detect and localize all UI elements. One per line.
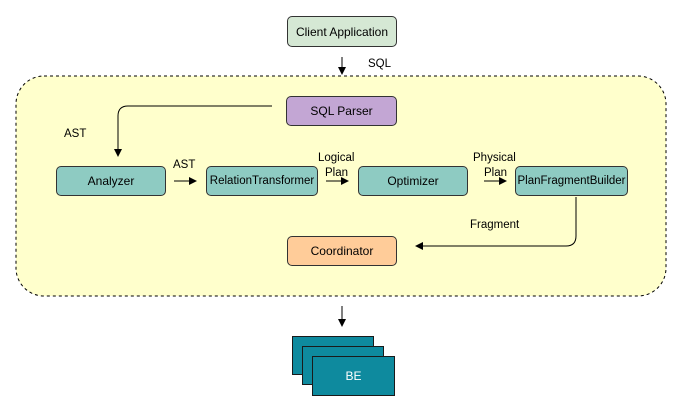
physical-plan-label-line2: Plan — [484, 167, 508, 179]
physical-plan-label-line1: Physical — [473, 152, 516, 164]
logical-plan-label-line1: Logical — [318, 152, 355, 164]
coordinator-node: Coordinator — [287, 236, 397, 266]
fragment-edge-label: Fragment — [470, 219, 520, 231]
ast-edge-label-mid: AST — [173, 159, 196, 171]
fe-container — [15, 75, 667, 297]
arrow-parser-to-analyzer — [114, 105, 272, 157]
be-node-front: BE — [312, 356, 395, 396]
sql-edge-label: SQL — [368, 58, 392, 70]
client-application-node: Client Application — [287, 16, 397, 47]
sql-parser-node: SQL Parser — [286, 96, 397, 126]
logical-plan-label-line2: Plan — [325, 167, 349, 179]
ast-edge-label-left: AST — [64, 128, 87, 140]
arrow-builder-to-coordinator — [415, 197, 577, 250]
analyzer-node: Analyzer — [56, 166, 166, 196]
optimizer-node: Optimizer — [358, 166, 468, 196]
plan-fragment-builder-node: PlanFragmentBuilder — [515, 166, 628, 196]
relation-transformer-node: RelationTransformer — [206, 166, 318, 196]
